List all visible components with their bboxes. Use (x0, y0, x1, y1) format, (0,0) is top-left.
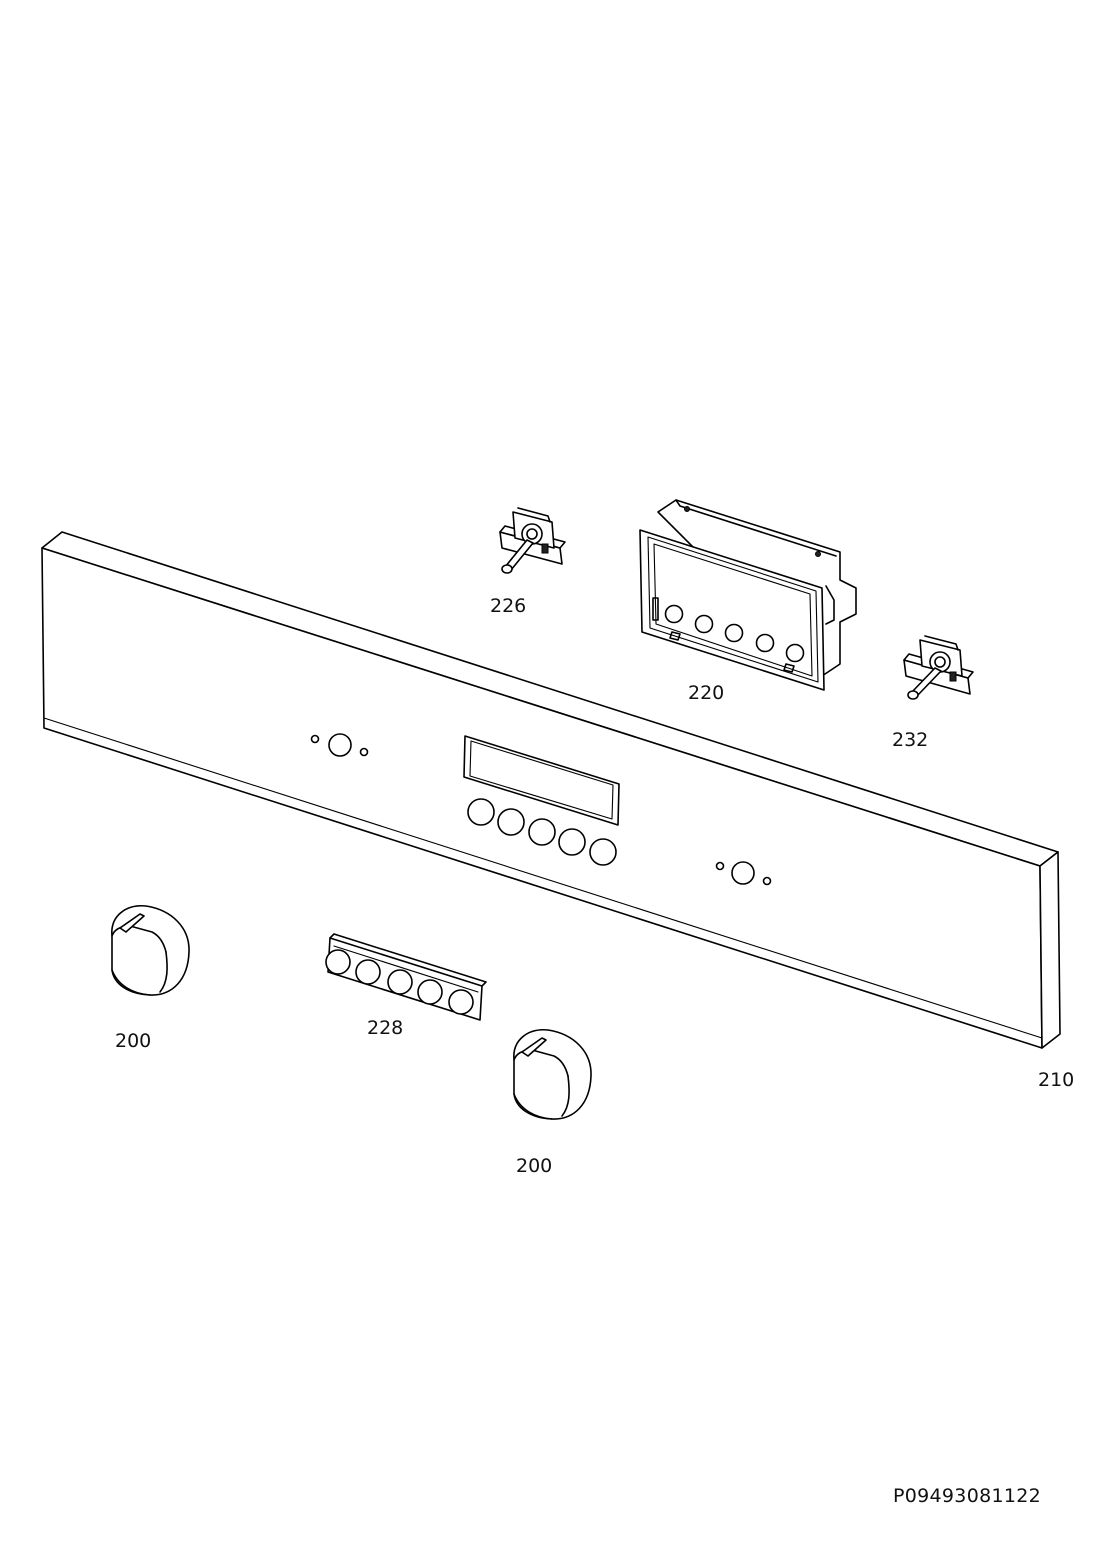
label-200-center: 200 (516, 1155, 553, 1177)
switch-226 (499, 507, 566, 574)
label-226: 226 (490, 595, 527, 617)
label-228: 228 (367, 1017, 404, 1039)
switch-232 (903, 635, 974, 700)
document-code: P09493081122 (893, 1485, 1042, 1507)
display-module-220 (639, 499, 857, 691)
label-232: 232 (892, 729, 929, 751)
control-panel-210 (41, 531, 1061, 1049)
label-210: 210 (1038, 1069, 1075, 1091)
knob-200-left (111, 905, 190, 996)
button-strip-228 (325, 933, 487, 1021)
knob-200-center (513, 1029, 592, 1120)
label-200-left: 200 (115, 1030, 152, 1052)
label-220: 220 (688, 682, 725, 704)
